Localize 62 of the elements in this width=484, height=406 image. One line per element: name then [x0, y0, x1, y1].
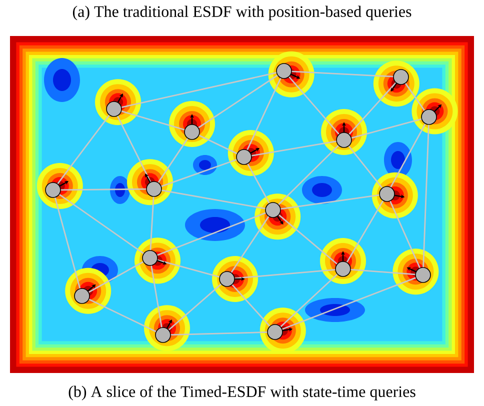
- graph-edge: [157, 212, 266, 256]
- graph-edge: [280, 194, 380, 210]
- graph-edge: [54, 197, 81, 289]
- graph-edge: [150, 266, 162, 328]
- graph-edge: [162, 190, 266, 210]
- graph-edge: [116, 116, 152, 182]
- node-circle: [142, 250, 158, 266]
- graph-edge: [422, 124, 430, 268]
- node-circle: [184, 124, 200, 140]
- caption: (b) A slice of the Timed-ESDF with state-time queries: [68, 386, 416, 400]
- graph-edge: [246, 78, 282, 150]
- graph-edge: [161, 158, 237, 187]
- graph-edge: [282, 277, 416, 330]
- graph-edge: [252, 140, 336, 156]
- graph-edge: [158, 138, 188, 183]
- graph-edge: [351, 118, 422, 139]
- graph-edge: [390, 200, 420, 268]
- graph-edge: [292, 70, 394, 78]
- graph-edge: [288, 76, 340, 134]
- graph-edge: [404, 83, 426, 111]
- graph-edge: [168, 284, 222, 330]
- graph-edge: [232, 284, 270, 327]
- graph-edge: [247, 164, 270, 204]
- node-circle: [393, 69, 409, 85]
- node-circle: [267, 324, 283, 340]
- node-circle: [265, 202, 281, 218]
- node-circle: [379, 186, 395, 202]
- graph-edge: [57, 114, 110, 184]
- node-circle: [155, 327, 171, 343]
- graph-edge: [170, 332, 268, 336]
- graph-edge: [280, 274, 338, 328]
- graph-edge: [121, 110, 185, 130]
- graph-edge: [198, 134, 238, 154]
- node-circle: [106, 101, 122, 117]
- graph-edge: [346, 200, 384, 263]
- node-circle: [74, 288, 90, 304]
- graph-edge: [390, 124, 426, 188]
- node-circle: [336, 132, 352, 148]
- graph-edge: [198, 74, 278, 128]
- node-circle: [276, 63, 292, 79]
- node-circle: [415, 267, 431, 283]
- node-circle: [335, 261, 351, 277]
- graph-edge: [60, 188, 146, 191]
- subfigure-title: (a) The traditional ESDF with position-based queries: [72, 6, 412, 20]
- graph-edge: [234, 268, 336, 279]
- graph-edge: [59, 194, 144, 254]
- graph-edge: [122, 72, 276, 108]
- node-circle: [146, 181, 162, 197]
- graph-edge: [278, 214, 338, 264]
- graph-edge: [278, 145, 339, 205]
- graph-edge: [150, 196, 154, 250]
- graph-edge: [157, 259, 220, 278]
- node-circle: [45, 182, 61, 198]
- graph-edge: [348, 146, 383, 188]
- graph-edge: [348, 82, 396, 135]
- node-circle: [421, 109, 437, 125]
- graph-edge: [230, 216, 270, 273]
- graph-edge: [88, 298, 156, 332]
- graph-edge: [350, 268, 416, 276]
- graph-edge: [88, 261, 144, 293]
- node-circle: [236, 149, 252, 165]
- node-circle: [219, 271, 235, 287]
